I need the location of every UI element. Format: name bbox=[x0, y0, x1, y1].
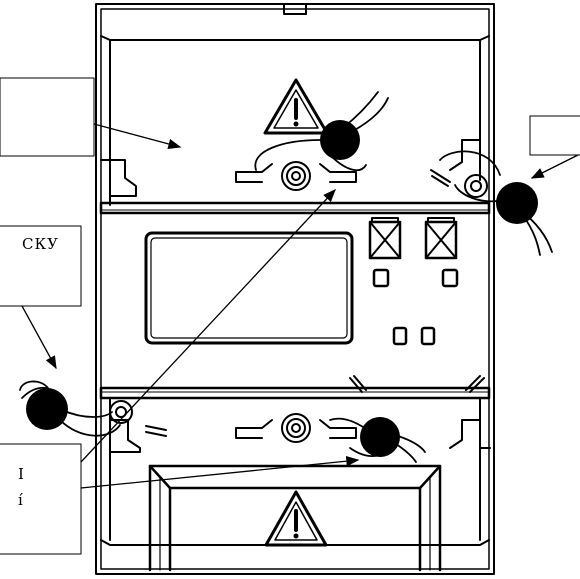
indicator-icon bbox=[372, 268, 390, 288]
upper-screw-icon bbox=[235, 161, 357, 191]
callout-text-bottom-left-1: I bbox=[18, 465, 24, 483]
callout-arrows bbox=[21, 123, 579, 489]
meter-housing bbox=[95, 3, 495, 575]
arrow-bottom-left-up bbox=[80, 189, 336, 463]
lower-seal-icon bbox=[329, 417, 426, 463]
button-icon bbox=[368, 217, 402, 260]
warning-triangle-icon bbox=[264, 490, 328, 547]
indicator-icon bbox=[420, 326, 436, 346]
callout-box-bottom-left bbox=[0, 443, 82, 555]
button-icon bbox=[424, 217, 458, 260]
arrow-mid-left bbox=[21, 305, 57, 370]
indicator-icon bbox=[392, 326, 408, 346]
callout-box-top-left bbox=[0, 77, 95, 157]
arrow-top-right bbox=[530, 154, 579, 179]
callout-text-bottom-left-2: í bbox=[18, 491, 23, 509]
meter-body bbox=[99, 201, 491, 400]
callout-box-top-right bbox=[529, 115, 580, 156]
lower-screw-icon bbox=[235, 413, 357, 443]
warning-triangle-icon bbox=[263, 78, 329, 135]
callout-boxes bbox=[0, 77, 580, 555]
left-seal-icon bbox=[19, 380, 167, 437]
lower-warning-box bbox=[148, 464, 442, 572]
upper-seal-icon bbox=[254, 91, 389, 172]
callout-box-mid-left bbox=[0, 225, 82, 307]
indicator-icon bbox=[441, 268, 459, 288]
meter-buttons bbox=[349, 217, 485, 393]
right-seal-icon bbox=[430, 150, 553, 256]
arrow-bottom-left-right bbox=[80, 456, 360, 489]
callout-text-mid-left: СКУ bbox=[22, 235, 59, 253]
arrow-top-left bbox=[93, 123, 182, 150]
